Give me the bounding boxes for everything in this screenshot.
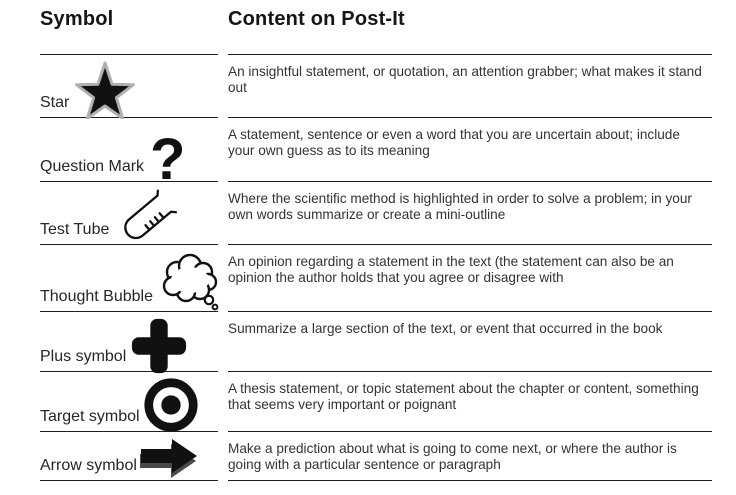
header-cell-content: Content on Post-It bbox=[228, 8, 712, 55]
column-gap bbox=[218, 182, 228, 245]
question-mark-icon: ? bbox=[150, 127, 186, 193]
column-gap bbox=[218, 432, 228, 481]
content-cell: A thesis statement, or topic statement a… bbox=[228, 372, 712, 432]
content-text: A statement, sentence or even a word tha… bbox=[228, 127, 680, 158]
symbol-cell: Arrow symbol bbox=[40, 432, 218, 481]
table-row: Thought Bubble bbox=[40, 245, 712, 312]
column-gap bbox=[218, 372, 228, 432]
symbol-cell: Question Mark ? bbox=[40, 118, 218, 193]
symbol-label: Target symbol bbox=[40, 408, 140, 425]
content-text: An insightful statement, or quotation, a… bbox=[228, 64, 702, 95]
symbol-cell: Star bbox=[40, 55, 218, 119]
symbol-label: Star bbox=[40, 94, 70, 111]
symbol-cell: Target symbol bbox=[40, 372, 218, 432]
column-gap bbox=[218, 8, 228, 55]
symbol-label: Thought Bubble bbox=[40, 288, 153, 305]
content-text: An opinion regarding a statement in the … bbox=[228, 254, 674, 285]
content-cell: An opinion regarding a statement in the … bbox=[228, 245, 712, 312]
column-header-content: Content on Post-It bbox=[228, 8, 405, 30]
content-text: Where the scientific method is highlight… bbox=[228, 191, 692, 222]
target-icon bbox=[140, 372, 200, 432]
table-row: Test Tube bbox=[40, 182, 712, 245]
content-cell: An insightful statement, or quotation, a… bbox=[228, 55, 712, 118]
symbol-cell: Thought Bubble bbox=[40, 245, 221, 312]
content-cell: Summarize a large section of the text, o… bbox=[228, 312, 712, 372]
table-row: Plus symbol Summarize a large section of… bbox=[40, 312, 712, 374]
star-icon bbox=[69, 56, 137, 119]
symbol-label: Arrow symbol bbox=[40, 457, 137, 474]
table-row: Question Mark ? A statement, sentence or… bbox=[40, 118, 712, 193]
symbol-label: Test Tube bbox=[40, 221, 110, 238]
column-gap bbox=[218, 312, 228, 372]
content-text: Make a prediction about what is going to… bbox=[228, 441, 677, 472]
content-cell: A statement, sentence or even a word tha… bbox=[228, 118, 712, 182]
column-gap bbox=[218, 118, 228, 182]
arrow-icon bbox=[137, 437, 203, 479]
thought-bubble-icon bbox=[153, 248, 221, 311]
table-row: Star An insightful statement, or quotati… bbox=[40, 55, 712, 119]
content-text: A thesis statement, or topic statement a… bbox=[228, 381, 699, 412]
symbol-cell: Plus symbol bbox=[40, 312, 218, 374]
symbol-label: Question Mark bbox=[40, 158, 145, 175]
content-text: Summarize a large section of the text, o… bbox=[228, 321, 663, 336]
table-header-row: Symbol Content on Post-It bbox=[40, 8, 712, 55]
test-tube-icon bbox=[109, 185, 185, 243]
content-cell: Where the scientific method is highlight… bbox=[228, 182, 712, 245]
table-row: Target symbol A thesis statement, or top… bbox=[40, 372, 712, 432]
column-gap bbox=[218, 55, 228, 118]
column-header-symbol: Symbol bbox=[40, 8, 114, 30]
symbol-cell: Test Tube bbox=[40, 182, 218, 245]
content-cell: Make a prediction about what is going to… bbox=[228, 432, 712, 481]
header-cell-symbol: Symbol bbox=[40, 8, 218, 55]
table-row: Arrow symbol Make a prediction about wha… bbox=[40, 432, 712, 481]
symbol-legend-table: Symbol Content on Post-It Star An insigh… bbox=[40, 8, 712, 481]
symbol-label: Plus symbol bbox=[40, 348, 127, 365]
plus-icon bbox=[126, 312, 188, 374]
